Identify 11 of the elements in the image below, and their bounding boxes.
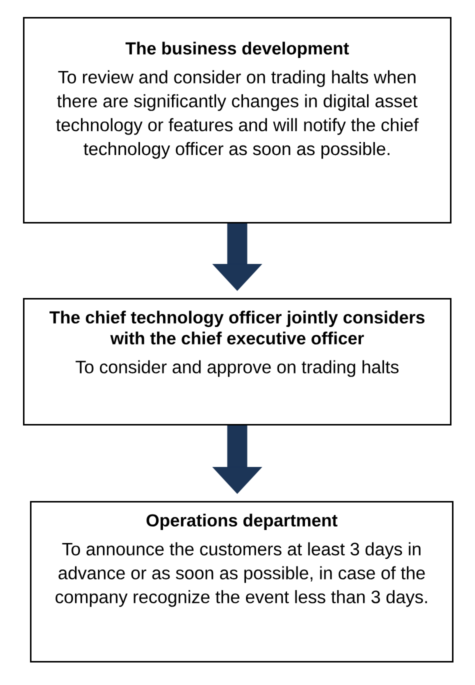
box-text: To review and consider on trading halts when there are significantly changes in digital asset technology or features and will notify the chief technology officer as soon as possible.	[56, 70, 419, 159]
box-text: To announce the customers at least 3 days in advance or as soon as possible, in case of the company recognize the event less than 3 days.	[56, 542, 427, 607]
process-box	[23, 17, 452, 224]
process-box	[30, 501, 454, 662]
process-box	[23, 298, 452, 426]
box-heading: The chief technology officer jointly considers with the chief executive officer	[50, 310, 424, 344]
block-arrow	[212, 426, 262, 494]
block-arrow	[212, 224, 262, 291]
box-heading: The business development	[126, 42, 349, 58]
box-heading: Operations department	[146, 514, 338, 530]
box-text: To consider and approve on trading halts	[76, 360, 399, 377]
